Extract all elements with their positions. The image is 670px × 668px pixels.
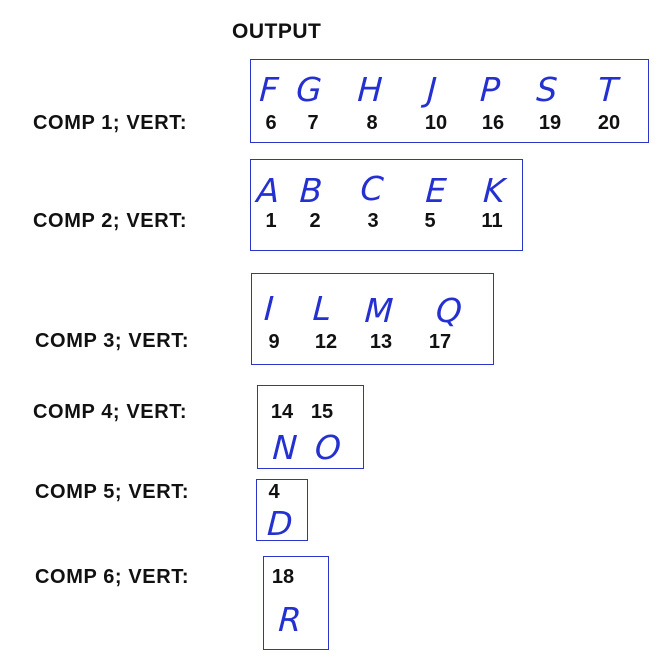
comp-1-letter: P — [479, 70, 501, 109]
comp-3-vertex: 9 — [268, 331, 280, 353]
comp-1-vertex: 8 — [366, 112, 378, 134]
comp-3-letter: Q — [434, 291, 464, 330]
output-title: OUTPUT — [232, 20, 322, 43]
comp-1-label: COMP 1; VERT: — [33, 112, 188, 134]
comp-1-vertex: 19 — [538, 112, 562, 134]
comp-2-vertex: 5 — [424, 210, 436, 232]
comp-1-box — [250, 59, 649, 143]
comp-6-box — [263, 556, 329, 650]
comp-2-letter: B — [298, 171, 324, 210]
comp-2-vertex: 1 — [265, 210, 277, 232]
comp-1-vertex: 20 — [597, 112, 621, 134]
comp-6-letter: R — [277, 600, 303, 639]
comp-1-vertex: 10 — [424, 112, 448, 134]
comp-3-box — [251, 273, 494, 365]
comp-3-vertex: 17 — [428, 331, 452, 353]
comp-1-letter: S — [535, 70, 559, 109]
comp-2-box — [250, 159, 523, 251]
comp-1-letter: J — [426, 70, 438, 109]
comp-4-vertex: 14 — [270, 401, 294, 423]
comp-1-letter: H — [356, 70, 384, 109]
comp-2-vertex: 11 — [481, 210, 503, 232]
comp-1-letter: G — [295, 70, 323, 109]
comp-2-label: COMP 2; VERT: — [33, 210, 188, 232]
comp-4-letter: O — [313, 428, 343, 467]
comp-2-letter: E — [424, 171, 448, 210]
comp-2-vertex: 2 — [309, 210, 321, 232]
comp-5-letter: D — [266, 504, 294, 543]
comp-1-vertex: 16 — [481, 112, 505, 134]
comp-1-letter: T — [596, 70, 620, 109]
comp-2-letter: C — [359, 169, 385, 208]
comp-1-vertex: 7 — [307, 112, 319, 134]
comp-2-vertex: 3 — [367, 210, 379, 232]
comp-6-label: COMP 6; VERT: — [35, 566, 190, 588]
comp-6-vertex: 18 — [271, 566, 295, 588]
comp-4-vertex: 15 — [310, 401, 334, 423]
comp-3-label: COMP 3; VERT: — [35, 330, 190, 352]
comp-5-vertex: 4 — [268, 481, 280, 503]
comp-4-label: COMP 4; VERT: — [33, 401, 188, 423]
comp-3-letter: L — [311, 289, 333, 328]
comp-3-letter: M — [363, 291, 395, 330]
comp-4-box — [257, 385, 364, 469]
comp-3-vertex: 13 — [369, 331, 393, 353]
comp-1-vertex: 6 — [265, 112, 277, 134]
comp-3-vertex: 12 — [314, 331, 338, 353]
comp-5-label: COMP 5; VERT: — [35, 481, 190, 503]
comp-2-letter: K — [482, 171, 506, 210]
comp-5-box — [256, 479, 308, 541]
